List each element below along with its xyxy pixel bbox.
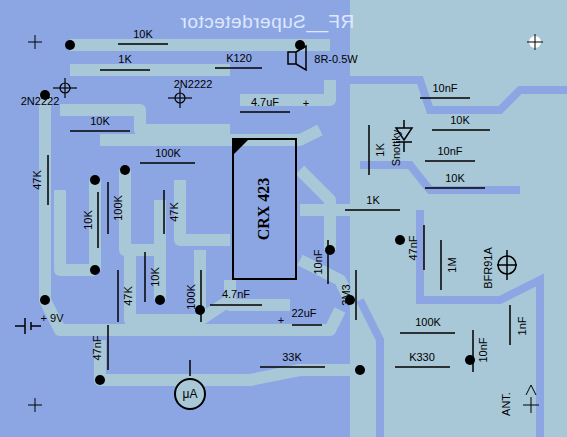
part-value: 10nF bbox=[313, 249, 324, 274]
part-value: 10K bbox=[150, 267, 161, 287]
part-value: 47K bbox=[123, 286, 134, 306]
meter-symbol: μA bbox=[174, 378, 206, 410]
part-value: 2N2222 bbox=[21, 96, 60, 107]
part-value: 10K bbox=[445, 173, 465, 184]
part-value: 4.7uF bbox=[251, 97, 279, 108]
transistor-symbols bbox=[53, 78, 192, 108]
part-value: 100K bbox=[415, 317, 441, 328]
part-value: 33K bbox=[282, 352, 302, 363]
part-value: + bbox=[303, 98, 309, 109]
part-value: 10nF bbox=[432, 83, 457, 94]
pin1-notch bbox=[234, 140, 248, 154]
part-value: 47nF bbox=[92, 335, 103, 360]
part-value: 10nF bbox=[437, 146, 462, 157]
part-value: K120 bbox=[226, 53, 252, 64]
part-value: 10K bbox=[83, 210, 94, 230]
part-value: BFR91A bbox=[483, 247, 494, 289]
part-value: + bbox=[278, 315, 284, 326]
part-value: 47K bbox=[32, 170, 43, 190]
board-title: RF__Superdetector bbox=[180, 12, 354, 31]
part-value: 10K bbox=[133, 29, 153, 40]
ground-plane bbox=[350, 0, 567, 437]
registration-marks bbox=[28, 34, 543, 413]
part-value: 10K bbox=[90, 116, 110, 127]
chip-name: CRX 423 bbox=[257, 178, 273, 241]
part-value: 47K bbox=[169, 202, 180, 222]
part-value: 2N2222 bbox=[174, 79, 213, 90]
part-value: 100K bbox=[155, 148, 181, 159]
part-value: 1M bbox=[447, 257, 458, 272]
part-value: 1K bbox=[118, 54, 131, 65]
part-value: 10K bbox=[450, 115, 470, 126]
part-value: Snottky bbox=[391, 130, 402, 167]
part-value: 10nF bbox=[478, 337, 489, 362]
part-value: 47nF bbox=[408, 235, 419, 260]
part-value: 100K bbox=[186, 284, 197, 310]
part-value: + 9V bbox=[41, 313, 64, 324]
part-value: 1nF bbox=[517, 317, 528, 336]
meter-label: μA bbox=[183, 388, 198, 400]
part-value: 1K bbox=[366, 195, 379, 206]
part-value: 3M3 bbox=[341, 284, 352, 305]
part-value: 22uF bbox=[291, 308, 316, 319]
part-value: 1K bbox=[375, 143, 386, 156]
ic-chip: CRX 423 bbox=[232, 138, 297, 280]
component-outlines bbox=[15, 44, 517, 376]
part-value: 4.7nF bbox=[222, 289, 250, 300]
isolation-gaps bbox=[350, 80, 567, 437]
solder-pads bbox=[40, 40, 475, 385]
part-value: 100K bbox=[113, 195, 124, 221]
part-value: K330 bbox=[409, 352, 435, 363]
copper-tracks bbox=[45, 45, 470, 380]
part-value: ANT. bbox=[501, 392, 512, 416]
part-value: 8R-0.5W bbox=[314, 54, 357, 65]
